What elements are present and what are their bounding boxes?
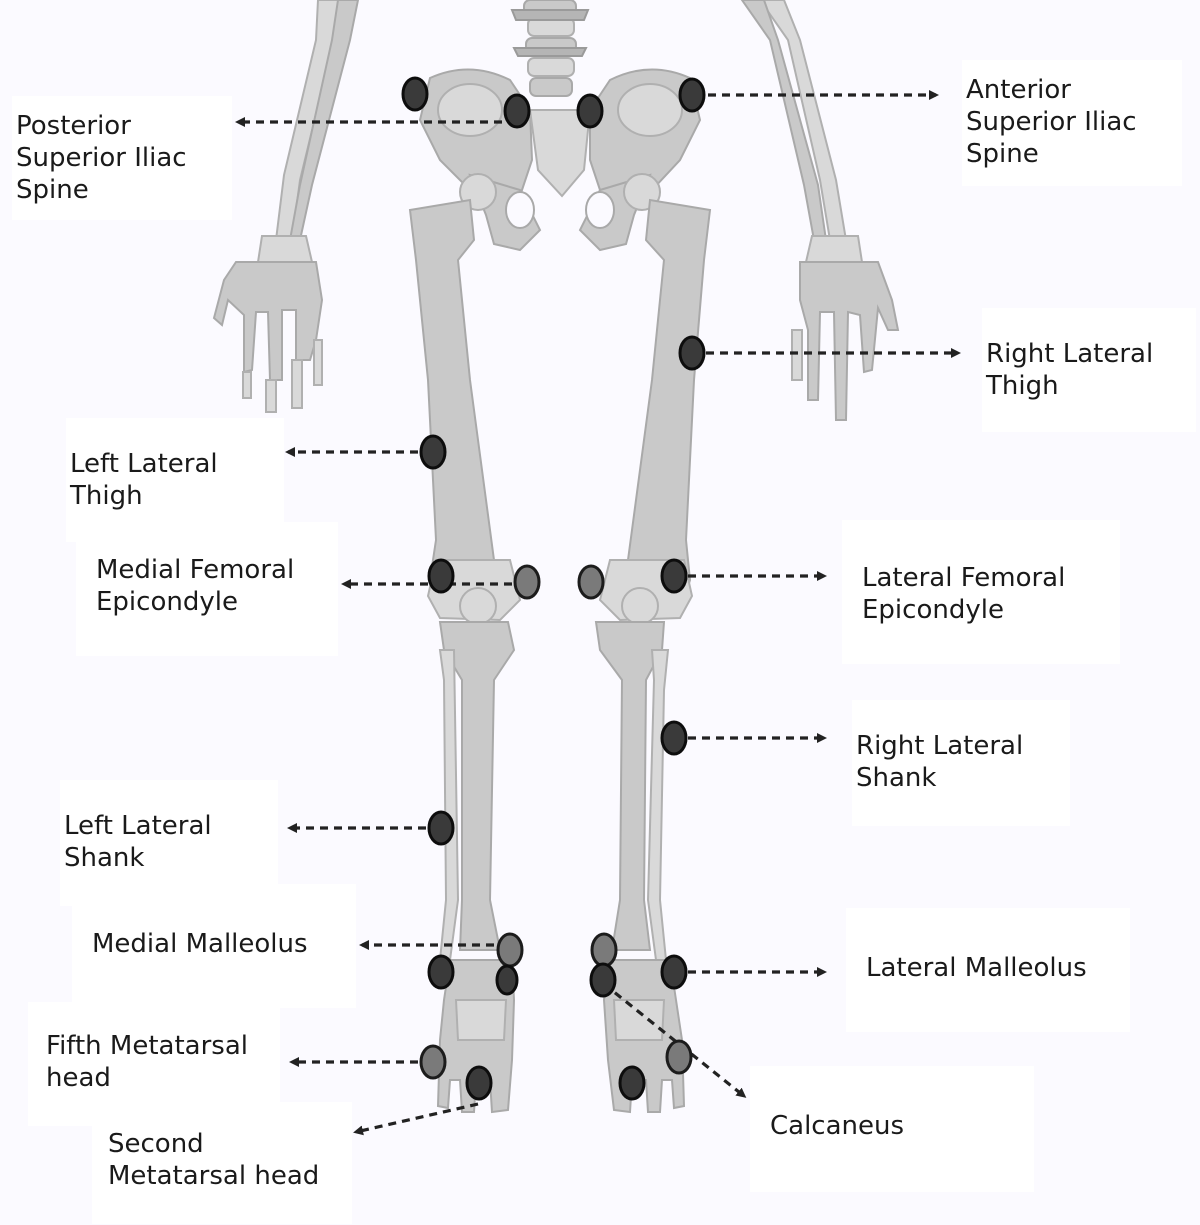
label-second-metatarsal-head-text: Second Metatarsal head [108, 1129, 320, 1191]
marker-left-calcaneus [495, 964, 519, 996]
pelvis [418, 68, 702, 252]
right-lower-leg [594, 621, 670, 961]
label-left-lateral-thigh: Left Lateral Thigh [66, 418, 284, 542]
label-medial-malleolus: Medial Malleolus [72, 884, 356, 1008]
label-right-lateral-thigh-text: Right Lateral Thigh [986, 339, 1154, 401]
marker-left-lateral-malleolus [427, 954, 455, 990]
marker-right-medial-malleolus [590, 932, 618, 968]
marker-left-medial-femoral-epicondyle [513, 564, 541, 600]
marker-left-psis [503, 93, 531, 129]
label-asis-text: Anterior Superior Iliac Spine [966, 75, 1137, 169]
left-arm [212, 0, 360, 413]
marker-right-psis [576, 93, 604, 129]
left-patella [459, 587, 497, 625]
marker-right-fifth-metatarsal-head [665, 1039, 693, 1075]
marker-left-fifth-metatarsal-head [419, 1044, 447, 1080]
marker-right-lateral-femoral-epicondyle [660, 558, 688, 594]
arrows [235, 90, 961, 1136]
marker-right-lateral-malleolus [660, 954, 688, 990]
label-psis: Posterior Superior Iliac Spine [12, 96, 232, 220]
marker-left-medial-malleolus [496, 932, 524, 968]
right-patella [621, 587, 659, 625]
left-foot [436, 959, 516, 1114]
label-lateral-malleolus: Lateral Malleolus [846, 908, 1130, 1032]
label-calcaneus: Calcaneus [750, 1066, 1034, 1192]
arrow-second-metatarsal-head [353, 1102, 479, 1136]
label-lateral-malleolus-text: Lateral Malleolus [866, 953, 1087, 983]
label-calcaneus-text: Calcaneus [770, 1111, 905, 1141]
marker-left-asis [401, 76, 429, 112]
marker-left-second-metatarsal-head [465, 1065, 493, 1101]
marker-right-asis [678, 77, 706, 113]
label-fifth-metatarsal-head: Fifth Metatarsal head [28, 1002, 280, 1126]
label-right-lateral-thigh: Right Lateral Thigh [982, 308, 1196, 432]
left-lower-leg [438, 621, 516, 961]
label-fifth-metatarsal-head-text: Fifth Metatarsal head [46, 1031, 248, 1093]
label-asis: Anterior Superior Iliac Spine [962, 60, 1182, 186]
marker-left-lateral-shank [427, 810, 455, 846]
marker-left-lateral-femoral-epicondyle [427, 558, 455, 594]
label-medial-femoral-epicondyle-text: Medial Femoral Epicondyle [96, 555, 295, 617]
label-left-lateral-thigh-text: Left Lateral Thigh [70, 449, 218, 511]
marker-left-lateral-thigh [419, 434, 447, 470]
marker-right-lateral-shank [660, 720, 688, 756]
label-lateral-femoral-epicondyle: Lateral Femoral Epicondyle [842, 520, 1120, 664]
spine [510, 0, 590, 97]
marker-right-calcaneus [589, 962, 617, 998]
label-left-lateral-shank-text: Left Lateral Shank [64, 811, 212, 873]
left-femur [408, 198, 522, 622]
marker-right-medial-femoral-epicondyle [577, 564, 605, 600]
right-femur [598, 198, 712, 622]
markers [401, 76, 706, 1101]
label-second-metatarsal-head: Second Metatarsal head [92, 1102, 352, 1224]
marker-right-second-metatarsal-head [618, 1065, 646, 1101]
label-medial-femoral-epicondyle: Medial Femoral Epicondyle [76, 522, 338, 656]
arrow-calcaneus [603, 982, 747, 1098]
label-psis-text: Posterior Superior Iliac Spine [16, 111, 187, 205]
label-medial-malleolus-text: Medial Malleolus [92, 929, 308, 959]
right-arm [740, 0, 900, 421]
label-right-lateral-shank-text: Right Lateral Shank [856, 731, 1024, 793]
marker-right-lateral-thigh [678, 335, 706, 371]
label-lateral-femoral-epicondyle-text: Lateral Femoral Epicondyle [862, 563, 1066, 625]
label-right-lateral-shank: Right Lateral Shank [852, 700, 1070, 826]
